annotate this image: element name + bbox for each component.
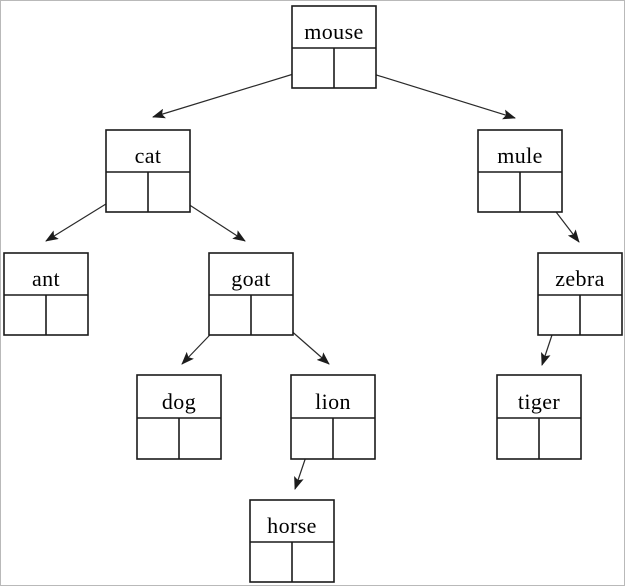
tree-node-lion: lion [290, 374, 376, 460]
node-label-mule: mule [497, 143, 543, 168]
node-label-zebra: zebra [555, 266, 605, 291]
node-label-tiger: tiger [518, 389, 561, 414]
node-label-goat: goat [231, 266, 270, 291]
tree-node-cat: cat [105, 129, 191, 213]
edge-mouse-left-to-cat [152, 67, 314, 119]
tree-node-ant: ant [3, 252, 89, 336]
node-label-horse: horse [267, 513, 317, 538]
tree-node-zebra: zebra [537, 252, 623, 336]
tree-node-mouse: mouse [291, 5, 377, 89]
tree-node-goat: goat [208, 252, 294, 336]
edge-mouse-right-to-mule [353, 67, 516, 120]
node-label-cat: cat [135, 143, 162, 168]
node-label-dog: dog [162, 389, 196, 414]
tree-node-mule: mule [477, 129, 563, 213]
tree-node-horse: horse [249, 499, 335, 583]
node-label-ant: ant [32, 266, 60, 291]
node-box [136, 374, 222, 460]
tree-node-tiger: tiger [496, 374, 582, 460]
node-label-lion: lion [315, 389, 351, 414]
tree-node-dog: dog [136, 374, 222, 460]
node-label-mouse: mouse [304, 19, 363, 44]
